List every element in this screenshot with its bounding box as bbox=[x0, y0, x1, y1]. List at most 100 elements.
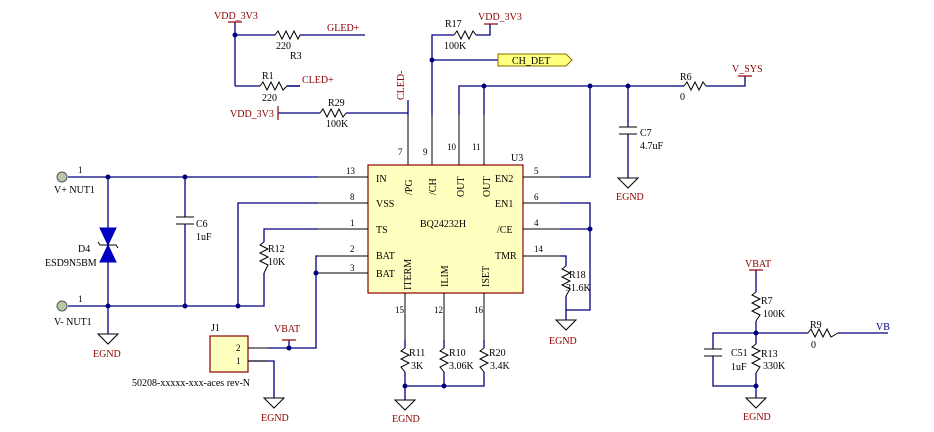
r17-ref: R17 bbox=[445, 19, 462, 30]
pin-num-5: 5 bbox=[534, 166, 539, 176]
c6-value: 1uF bbox=[196, 232, 212, 243]
c7-ref: C7 bbox=[640, 128, 652, 139]
pin-num-14: 14 bbox=[534, 244, 544, 254]
r10-value: 3.06K bbox=[449, 361, 475, 372]
ic-part-name: BQ24232H bbox=[420, 219, 466, 230]
resistor-r7[interactable]: R7 100K bbox=[750, 291, 786, 322]
net-label-cled: CLED+ bbox=[287, 75, 334, 87]
r3-ref: R3 bbox=[290, 51, 302, 62]
nut-minus-label: V- NUT1 bbox=[54, 317, 92, 328]
r17-value: 100K bbox=[444, 41, 467, 52]
resistor-r18[interactable]: R18 31.6K bbox=[560, 265, 592, 297]
pin-num-15: 15 bbox=[395, 305, 405, 315]
connector-j1[interactable]: J1 2 1 50208-xxxxx-xxx-aces rev-N bbox=[132, 323, 268, 389]
c7-value: 4.7uF bbox=[640, 141, 664, 152]
capacitor-c6[interactable]: C6 1uF bbox=[176, 216, 212, 243]
connector-nut-plus[interactable]: 1 V+ NUT1 bbox=[54, 165, 95, 196]
r7-value: 100K bbox=[763, 309, 786, 320]
pin-num-13: 13 bbox=[346, 166, 356, 176]
pin-name-vss: VSS bbox=[376, 199, 394, 210]
resistor-r13[interactable]: R13 330K bbox=[750, 343, 786, 374]
resistor-r3[interactable]: 220 R3 bbox=[274, 29, 302, 62]
pin-name-bat1: BAT bbox=[376, 251, 395, 262]
resistor-r12[interactable]: R12 10K bbox=[258, 241, 286, 274]
c51-ref: C51 bbox=[731, 348, 748, 359]
pin-name-iterm: ITERM bbox=[403, 259, 414, 290]
ground-r18: EGND bbox=[549, 319, 578, 347]
pin-name-out2: OUT bbox=[482, 176, 493, 197]
j1-ref: J1 bbox=[211, 323, 220, 334]
j1-pin1: 1 bbox=[236, 356, 241, 366]
pin-name-ilim: ILIM bbox=[440, 265, 451, 287]
pin-num-9: 9 bbox=[423, 147, 428, 157]
pin-num-8: 8 bbox=[350, 192, 355, 202]
ground-bottom-resistors: EGND bbox=[392, 399, 420, 425]
vbat-j1-label: VBAT bbox=[274, 324, 300, 335]
r11-ref: R11 bbox=[409, 348, 425, 359]
ic-pin-numbers: 13 8 1 2 3 5 6 4 14 7 9 10 11 15 12 16 bbox=[346, 142, 544, 315]
r18-ref: R18 bbox=[569, 270, 586, 281]
nut-plus-pin: 1 bbox=[78, 165, 83, 175]
r13-value: 330K bbox=[763, 361, 786, 372]
ic-pin-stubs bbox=[318, 115, 560, 340]
cled-label: CLED+ bbox=[302, 75, 334, 86]
pin-num-12: 12 bbox=[434, 305, 443, 315]
r12-value: 10K bbox=[268, 257, 286, 268]
pin-num-3: 3 bbox=[350, 263, 355, 273]
ground-c7: EGND bbox=[616, 177, 644, 203]
resistor-r1[interactable]: R1 220 bbox=[259, 71, 288, 104]
diode-d4[interactable]: D4 ESD9N5BM bbox=[45, 227, 119, 269]
resistor-r9[interactable]: R9 0 bbox=[807, 320, 839, 351]
power-port-vdd-a: VDD_3V3 bbox=[214, 11, 258, 23]
r9-value: 0 bbox=[811, 340, 816, 351]
ground-j1: EGND bbox=[261, 397, 289, 424]
pin-name-bat2: BAT bbox=[376, 269, 395, 280]
r1-ref: R1 bbox=[262, 71, 274, 82]
ch-det-label: CH_DET bbox=[512, 56, 550, 67]
r29-ref: R29 bbox=[328, 98, 345, 109]
ic-designator: U3 bbox=[511, 153, 523, 164]
resistor-r20[interactable]: R20 3.4K bbox=[478, 347, 511, 373]
ic-u3[interactable]: U3 BQ24232H IN VSS TS BAT BAT EN2 EN1 /C… bbox=[367, 153, 524, 294]
port-ch-det[interactable]: CH_DET bbox=[497, 53, 573, 67]
egnd-label-4: EGND bbox=[549, 336, 577, 347]
capacitor-c51[interactable]: C51 1uF bbox=[704, 348, 748, 373]
connector-nut-minus[interactable]: 1 V- NUT1 bbox=[54, 294, 92, 328]
d4-ref: D4 bbox=[78, 244, 90, 255]
resistor-r17[interactable]: R17 100K bbox=[444, 19, 477, 52]
pin-num-7: 7 bbox=[398, 147, 403, 157]
r6-value: 0 bbox=[680, 92, 685, 103]
r7-ref: R7 bbox=[761, 296, 773, 307]
j1-part: 50208-xxxxx-xxx-aces rev-N bbox=[132, 378, 250, 389]
vdd-c-label: VDD_3V3 bbox=[230, 109, 274, 120]
ground-symbols: EGND EGND EGND EGND EGND EGND bbox=[93, 177, 771, 425]
pin-name-in: IN bbox=[376, 174, 387, 185]
vdd-a-label: VDD_3V3 bbox=[214, 11, 258, 22]
power-port-vbat-right: VBAT bbox=[745, 259, 771, 271]
ground-d4: EGND bbox=[93, 333, 121, 360]
capacitor-c7[interactable]: C7 4.7uF bbox=[619, 126, 664, 152]
resistor-r10[interactable]: R10 3.06K bbox=[438, 347, 475, 373]
resistor-r11[interactable]: R11 3K bbox=[399, 347, 425, 373]
egnd-label-1: EGND bbox=[93, 349, 121, 360]
pin-num-2: 2 bbox=[350, 244, 355, 254]
r6-ref: R6 bbox=[680, 72, 692, 83]
r11-value: 3K bbox=[411, 361, 424, 372]
pin-num-16: 16 bbox=[474, 305, 484, 315]
resistor-r6[interactable]: R6 0 bbox=[668, 72, 707, 103]
r29-value: 100K bbox=[326, 119, 349, 130]
junctions bbox=[105, 32, 759, 389]
egnd-label-5: EGND bbox=[616, 192, 644, 203]
pin-name-tmr: TMR bbox=[495, 251, 517, 262]
egnd-label-3: EGND bbox=[392, 414, 420, 425]
cled-minus-label: CLED- bbox=[396, 71, 407, 100]
power-port-vbat-j1: VBAT bbox=[274, 324, 300, 341]
vb-label: VB bbox=[876, 322, 890, 333]
pin-name-en2: EN2 bbox=[495, 174, 513, 185]
vbat-right-label: VBAT bbox=[745, 259, 771, 270]
d4-value: ESD9N5BM bbox=[45, 258, 97, 269]
r18-value: 31.6K bbox=[566, 283, 592, 294]
resistor-r29[interactable]: R29 100K bbox=[319, 98, 349, 130]
